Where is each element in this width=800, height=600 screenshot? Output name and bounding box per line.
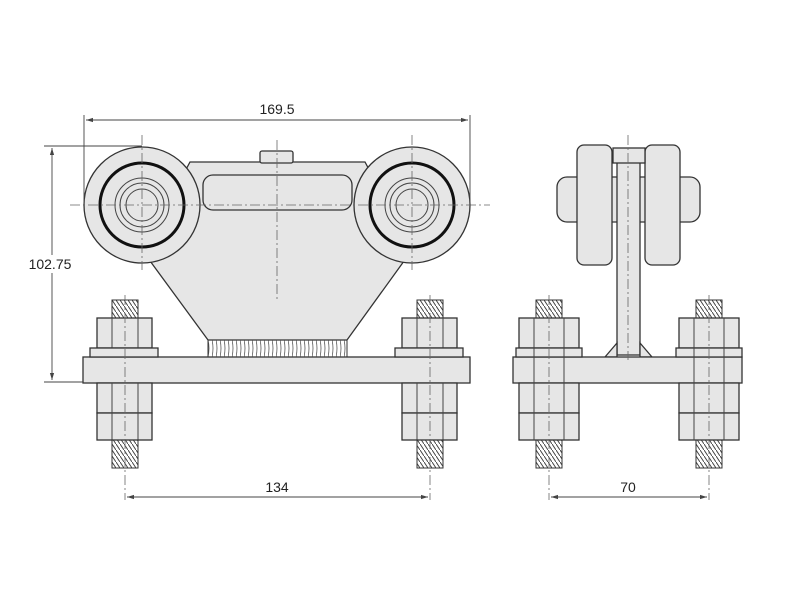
top-nut (259, 150, 294, 164)
dimension-height: 102.75 (22, 145, 142, 383)
dimension-label-134: 134 (265, 479, 289, 495)
post (616, 159, 641, 356)
side-base-plate (512, 356, 743, 384)
base-plate (82, 356, 471, 384)
front-view (70, 135, 490, 500)
dimension-bolt-spacing-side: 70 (551, 479, 707, 500)
dimension-label-70: 70 (620, 479, 636, 495)
right-bolt (394, 299, 464, 469)
body-slot (202, 174, 353, 211)
side-view (512, 135, 743, 500)
side-top-nut (612, 147, 646, 164)
left-bolt (89, 299, 159, 469)
dimension-bolt-spacing-front: 134 (126, 479, 428, 500)
dimension-width: 169.5 (83, 101, 471, 205)
side-wheel-right (644, 144, 681, 266)
weld-seam (207, 339, 348, 358)
dimension-label-height: 102.75 (29, 256, 72, 272)
side-wheel-left (576, 144, 613, 266)
dimension-label-width: 169.5 (259, 101, 294, 117)
